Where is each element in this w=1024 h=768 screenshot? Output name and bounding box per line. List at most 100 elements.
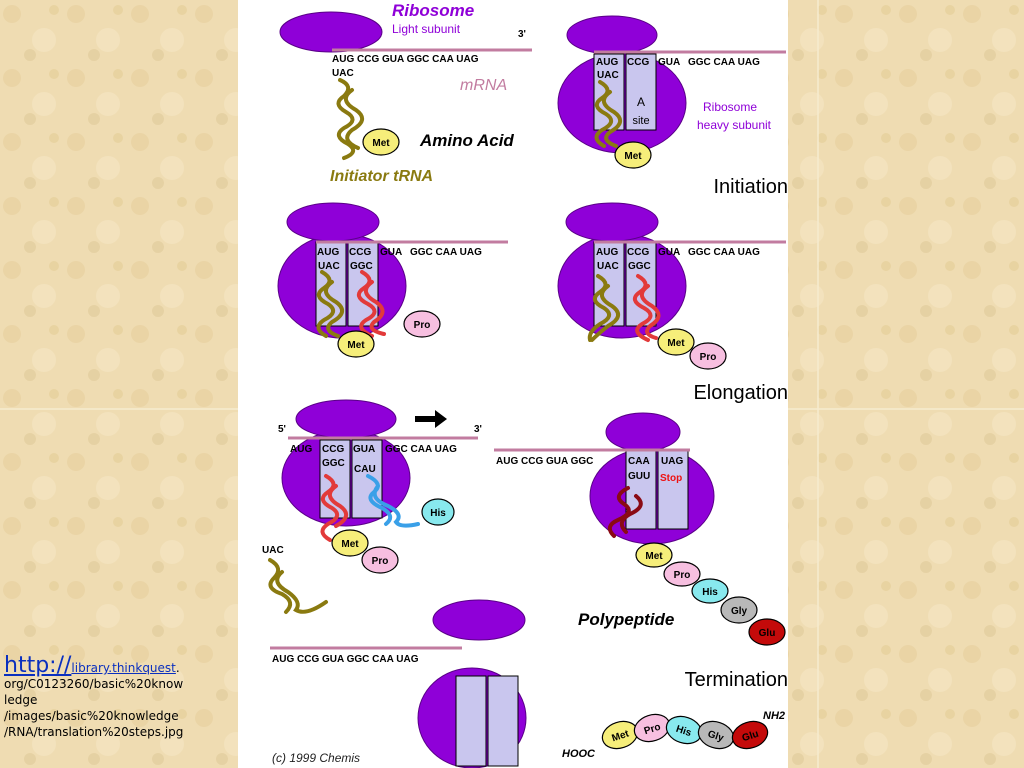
p-site (455, 675, 487, 767)
a-site (487, 675, 519, 767)
label-ribosome: Ribosome (392, 1, 474, 20)
codon-ccg: CCG (627, 247, 649, 258)
met-bubble (657, 328, 695, 356)
met-bubble (362, 128, 400, 156)
trna-pro-shape (356, 270, 386, 338)
source-link-line4: /images/basic%20knowledge (4, 709, 179, 723)
panel-elongation-1: AUG CCG GUA GGC CAA UAG UAC GGC Met Pro (277, 202, 508, 358)
codon-aug: AUG (290, 444, 312, 455)
codon-gua: GUA (353, 444, 375, 455)
panel-termination: AUG CCG GUA GGC CAA UAG Termination HOOC… (270, 599, 788, 768)
label-heavy-subunit: heavy subunit (697, 118, 772, 132)
a-site-label-a: A (637, 95, 645, 109)
ribosome-light-subunit (279, 11, 383, 53)
gly-label: Gly (706, 729, 725, 745)
mrna-sequence: AUG CCG GUA GGC CAA UAG (332, 54, 479, 65)
label-3-prime: 3' (474, 424, 482, 435)
anticodon-uac: UAC (597, 261, 619, 272)
step-elongation: Elongation (693, 382, 788, 404)
panel-initiation: AUG CCG GUA GGC CAA UAG UAC A site Ribos… (557, 15, 789, 198)
met-label: Met (341, 539, 359, 550)
ribosome-light-subunit (432, 599, 526, 641)
pro-label: Pro (674, 570, 691, 581)
codon-caa: CAA (628, 456, 650, 467)
source-link-host[interactable]: library.thinkquest (71, 661, 176, 675)
his-label: His (430, 508, 446, 519)
met-bubble (337, 330, 375, 358)
ribosome-light-subunit (295, 399, 397, 439)
source-link-line2: org/C0123260/basic%20know (4, 677, 184, 691)
met-label: Met (372, 138, 390, 149)
trna-his-shape (366, 474, 420, 528)
gly-label: Gly (731, 606, 748, 617)
pro-bubble (689, 342, 727, 370)
source-link-prefix[interactable]: http:// (4, 653, 72, 678)
glu-label: Glu (759, 628, 776, 639)
met-label: Met (645, 551, 663, 562)
p-site (625, 450, 657, 530)
panel-polypeptide: AUG CCG GUA GGC CAA UAG GUU Stop Met Pro… (494, 412, 786, 646)
met-label: Met (611, 728, 631, 744)
codon-aug: AUG (596, 247, 618, 258)
codon-aug: AUG (317, 247, 339, 258)
step-termination: Termination (685, 669, 788, 691)
anticodon-uac-released: UAC (262, 545, 284, 556)
trna-pro-shape (632, 274, 661, 342)
initiator-trna-shape (316, 270, 344, 338)
label-5-prime: 5' (278, 424, 286, 435)
copyright: (c) 1999 Chemis (272, 751, 360, 765)
released-trna-shape (268, 558, 328, 614)
his-bubble (421, 498, 455, 526)
label-light-subunit: Light subunit (392, 22, 461, 36)
met-label: Met (624, 151, 642, 162)
gly-bubble (720, 596, 758, 624)
anticodon-ggc: GGC (628, 261, 651, 272)
anticodon-ggc: GGC (322, 458, 345, 469)
anticodon-guu: GUU (628, 471, 650, 482)
met-bubble (331, 529, 369, 557)
source-link-line1: http://library.thinkquest. (4, 655, 236, 677)
pro-label: Pro (643, 722, 662, 738)
mrna-sequence: AUG CCG GUA GGC CAA UAG (272, 654, 419, 665)
met-label: Met (667, 338, 685, 349)
label-mrna: mRNA (460, 77, 507, 94)
pro-label: Pro (414, 320, 431, 331)
pro-label: Pro (372, 556, 389, 567)
trna-final-shape (607, 486, 643, 538)
arrow-right-icon (415, 410, 447, 428)
anticodon-uac: UAC (332, 68, 354, 79)
mrna-sequence-front: AUG CCG GUA GGC (496, 456, 593, 467)
panel-components: Ribosome Light subunit 3' AUG CCG GUA GG… (279, 1, 532, 185)
codon-aug: AUG (596, 57, 618, 68)
codon-uag: UAG (661, 456, 683, 467)
pro-bubble (403, 310, 441, 338)
step-initiation: Initiation (714, 176, 789, 198)
anticodon-uac: UAC (597, 70, 619, 81)
mrna-rest: GGC CAA UAG (688, 57, 760, 68)
pro-bubble (361, 546, 399, 574)
source-link-line3: ledge (4, 693, 38, 707)
label-3-prime: 3' (518, 29, 526, 40)
met-bubble (614, 141, 652, 169)
anticodon-cau: CAU (354, 464, 376, 475)
label-nh2: NH2 (763, 710, 785, 722)
label-ribosome-heavy: Ribosome (703, 100, 757, 114)
a-site (625, 53, 657, 131)
glu-label: Glu (741, 729, 760, 745)
mrna-rest: GGC CAA UAG (385, 444, 457, 455)
anticodon-ggc: GGC (350, 261, 373, 272)
source-link-line5: /RNA/translation%20steps.jpg (4, 725, 184, 739)
label-polypeptide: Polypeptide (578, 610, 674, 629)
ribosome-light-subunit (286, 202, 380, 242)
pro-label: Pro (700, 352, 717, 363)
codon-ccg: CCG (627, 57, 649, 68)
panel-translocation: 5' 3' AUG CCG GUA GGC CAA UAG GGC CAU Hi… (262, 399, 482, 614)
trna-olive-shape (587, 274, 620, 342)
ribosome-light-subunit (566, 15, 658, 55)
codon-gua: GUA (658, 247, 680, 258)
his-label: His (674, 724, 693, 739)
anticodon-uac: UAC (318, 261, 340, 272)
his-bubble (691, 578, 729, 604)
